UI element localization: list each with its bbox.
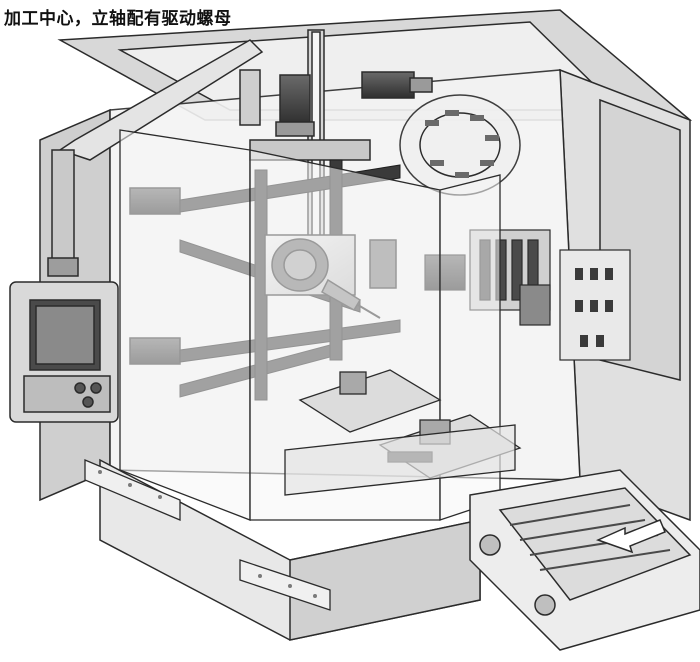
diagram-caption: 加工中心，立轴配有驱动螺母 [4, 9, 232, 29]
control-panel [9, 281, 119, 423]
servo-motor-right [361, 71, 433, 99]
electrical-panel [559, 249, 631, 361]
pallet-conveyor [469, 469, 700, 651]
servo-motor-top [275, 74, 315, 137]
base-plates [84, 459, 331, 611]
work-table [284, 369, 522, 496]
conveyor-direction-arrow-icon [595, 519, 666, 554]
tool-magazine [399, 94, 521, 196]
overhead-arm [47, 39, 264, 277]
